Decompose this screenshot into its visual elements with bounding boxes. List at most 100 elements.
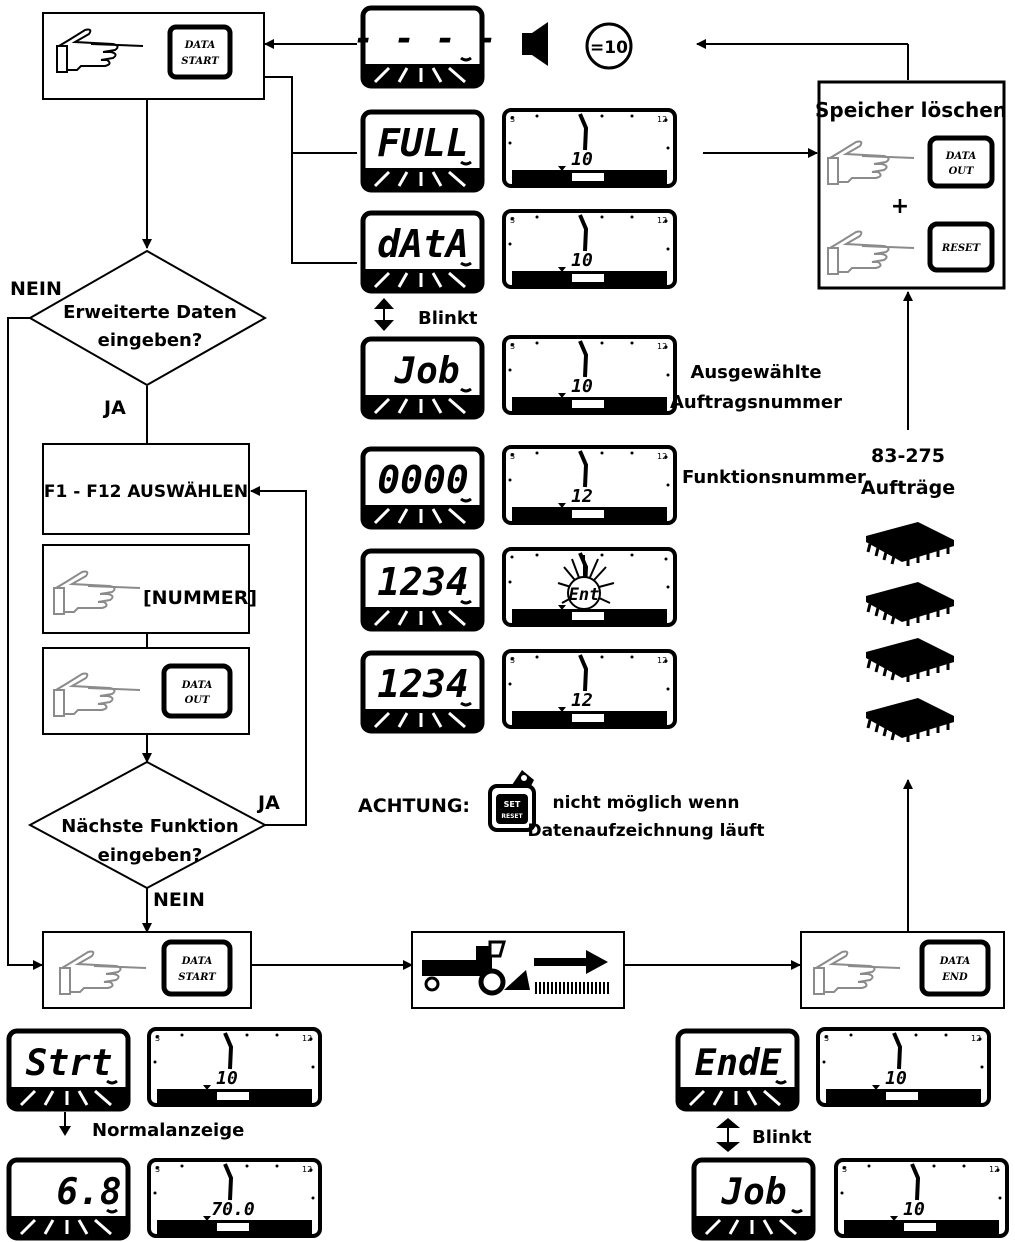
data-out-button[interactable]: DATA OUT xyxy=(161,663,233,719)
lcd-strt: Strt xyxy=(9,1031,128,1109)
achtung-text-1: nicht möglich wenn xyxy=(553,793,740,813)
svg-text:12: 12 xyxy=(657,656,667,665)
svg-text:dAtA: dAtA xyxy=(377,222,469,266)
dial-10: 3 12 10 xyxy=(834,1158,1009,1238)
harvester-icon xyxy=(422,940,609,996)
connectors xyxy=(7,39,913,970)
svg-text:Erweiterte Daten: Erweiterte Daten xyxy=(63,302,237,323)
speaker-icon xyxy=(522,22,548,66)
auftraege-count: 83-275 xyxy=(871,445,945,467)
reset-button[interactable]: RESET xyxy=(927,221,995,273)
svg-text:eingeben?: eingeben? xyxy=(98,330,203,351)
blinkt-label-top: Blinkt xyxy=(418,308,478,329)
svg-text:12: 12 xyxy=(971,1034,981,1043)
svg-text:10: 10 xyxy=(216,1068,238,1089)
svg-text:0000: 0000 xyxy=(377,458,469,502)
svg-text:1234: 1234 xyxy=(377,560,469,604)
funktionsnummer-label: Funktionsnummer xyxy=(682,467,866,488)
data-start-box-top: DATA START xyxy=(42,12,265,100)
dial-6: 3 12 12 xyxy=(502,649,677,729)
auftragsnummer-label: Auftragsnummer xyxy=(670,392,842,413)
svg-text:START: START xyxy=(178,972,217,983)
f-select-label: F1 - F12 AUSWÄHLEN xyxy=(44,480,248,502)
blink-arrows-top xyxy=(374,298,394,331)
svg-text:12: 12 xyxy=(302,1165,312,1174)
nein-label-top: NEIN xyxy=(10,278,62,300)
achtung-label: ACHTUNG: xyxy=(358,795,470,817)
nein-label-bottom: NEIN xyxy=(153,889,205,911)
svg-text:12: 12 xyxy=(571,690,593,711)
lcd-dashes: - - - - xyxy=(353,8,497,86)
decision-erweiterte-daten: Erweiterte Daten eingeben? xyxy=(27,249,268,387)
svg-text:DATA: DATA xyxy=(945,151,977,162)
harvester-box xyxy=(411,931,625,1009)
blink-arrows-bottom xyxy=(716,1118,740,1152)
data-out-button-speicher[interactable]: DATA OUT xyxy=(927,135,995,189)
svg-text:12: 12 xyxy=(657,452,667,461)
svg-text:3: 3 xyxy=(510,216,515,225)
svg-text:3: 3 xyxy=(510,342,515,351)
lcd-value: 6.8 xyxy=(9,1160,128,1238)
set-reset-key-icon: SET RESET xyxy=(488,770,536,832)
dial-1: 3 12 10 xyxy=(502,108,677,188)
ausgewaehlte-label: Ausgewählte xyxy=(690,362,821,383)
lcd-job-2: Job xyxy=(694,1160,813,1238)
lcd-ende: EndE xyxy=(678,1031,797,1109)
svg-text:3: 3 xyxy=(155,1165,160,1174)
data-out-box: DATA OUT xyxy=(42,647,250,735)
f-select-box xyxy=(42,443,250,535)
eq10-badge: =10 xyxy=(585,22,633,70)
lcd-num-1: 1234 xyxy=(363,551,482,629)
memory-chip-icon xyxy=(864,636,956,684)
lcd-data: dAtA xyxy=(363,213,482,291)
lcd-num-2: 1234 xyxy=(363,653,482,731)
svg-text:RESET: RESET xyxy=(941,243,982,254)
svg-text:12: 12 xyxy=(657,115,667,124)
svg-text:- - - -: - - - - xyxy=(353,19,496,59)
normalanzeige-label: Normalanzeige xyxy=(92,1120,244,1141)
lcd-job: Job xyxy=(363,339,482,417)
svg-text:10: 10 xyxy=(571,376,593,397)
data-end-button[interactable]: DATA END xyxy=(919,939,991,997)
svg-text:END: END xyxy=(941,972,968,983)
svg-text:Ent: Ent xyxy=(569,585,600,605)
data-start-button-bottom[interactable]: DATA START xyxy=(161,939,233,997)
memory-chip-icon xyxy=(864,520,956,568)
memory-chip-icon xyxy=(864,696,956,744)
dial-7: 3 12 10 xyxy=(147,1027,322,1107)
svg-text:OUT: OUT xyxy=(185,695,211,706)
lcd-zeros: 0000 xyxy=(363,449,482,527)
svg-text:6.8: 6.8 xyxy=(56,1172,121,1213)
svg-text:12: 12 xyxy=(989,1165,999,1174)
svg-text:FULL: FULL xyxy=(377,121,469,165)
svg-text:DATA: DATA xyxy=(181,680,213,691)
svg-text:12: 12 xyxy=(657,216,667,225)
svg-text:10: 10 xyxy=(903,1199,925,1220)
svg-text:Nächste Funktion: Nächste Funktion xyxy=(61,816,238,837)
speicher-loeschen-title: Speicher löschen xyxy=(815,98,1007,122)
svg-text:3: 3 xyxy=(155,1034,160,1043)
memory-chip-icon xyxy=(864,580,956,628)
ja-label-right: JA xyxy=(256,792,280,814)
dial-2: 3 12 10 xyxy=(502,209,677,289)
svg-text:eingeben?: eingeben? xyxy=(98,845,203,866)
dial-3: 3 12 10 xyxy=(502,335,677,415)
svg-text:3: 3 xyxy=(510,115,515,124)
svg-text:1234: 1234 xyxy=(377,662,469,706)
auftraege-label: Aufträge xyxy=(861,477,955,499)
speicher-loeschen-box: Speicher löschen DATA OUT + RESET xyxy=(815,80,1007,290)
svg-text:EndE: EndE xyxy=(695,1043,782,1084)
ja-label-left: JA xyxy=(102,397,126,419)
lcd-full: FULL xyxy=(363,112,482,190)
svg-text:Job: Job xyxy=(720,1172,786,1213)
svg-text:START: START xyxy=(181,56,220,67)
data-start-button-top[interactable]: DATA START xyxy=(167,24,233,80)
decision-naechste-funktion: Nächste Funktion eingeben? xyxy=(27,760,268,890)
svg-text:10: 10 xyxy=(885,1068,907,1089)
data-end-box: DATA END xyxy=(800,931,1005,1009)
dial-5-flashing: Ent xyxy=(502,547,677,627)
dial-9: 3 12 10 xyxy=(816,1027,991,1107)
dial-8: 3 12 70.0 xyxy=(147,1158,322,1238)
plus-sign: + xyxy=(891,194,909,219)
